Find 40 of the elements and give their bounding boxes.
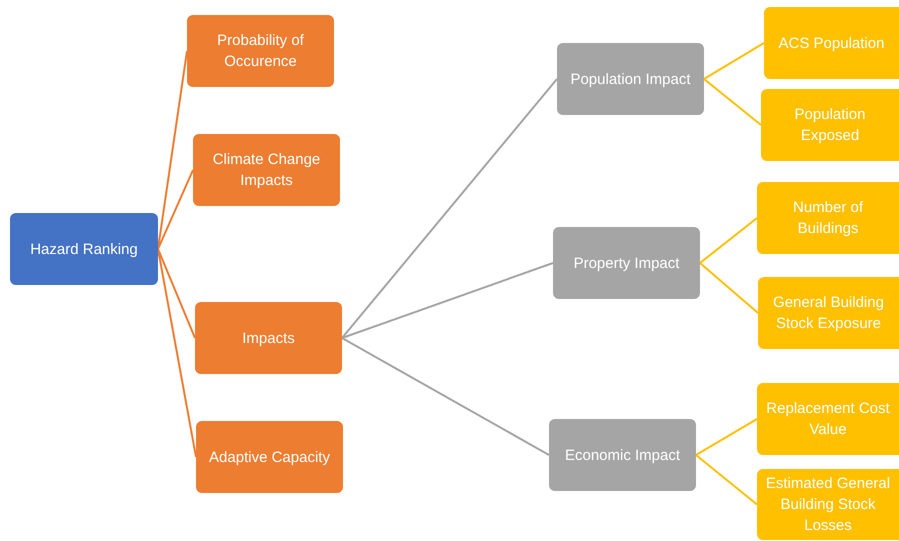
- process-box: [761, 89, 899, 161]
- process-box: [757, 383, 899, 455]
- node-label: Population Exposed: [794, 105, 866, 146]
- connector-line: [342, 262, 554, 339]
- node-label: Estimated General Building Stock Losses: [764, 474, 892, 536]
- node-label: Hazard Ranking: [30, 240, 138, 260]
- process-box: [757, 182, 899, 254]
- connector-line: [157, 248, 197, 458]
- node-label: ACS Population: [778, 34, 884, 54]
- process-box: [549, 419, 696, 491]
- connector-line: [699, 262, 759, 314]
- connector-line: [157, 170, 194, 250]
- process-box: [196, 421, 343, 493]
- process-box: [764, 7, 899, 79]
- node-label: Replacement Cost Value: [765, 399, 891, 440]
- connector-line: [341, 78, 558, 339]
- connector-line: [696, 418, 758, 456]
- process-box: [187, 15, 334, 87]
- connector-line: [342, 337, 550, 456]
- connector-line: [703, 78, 762, 126]
- connector-line: [157, 248, 196, 338]
- process-box: [195, 302, 342, 374]
- process-box: [10, 213, 158, 285]
- process-box: [757, 469, 899, 540]
- node-label: Number of Buildings: [792, 198, 864, 239]
- node-label: Property Impact: [574, 254, 680, 274]
- process-box: [553, 227, 700, 299]
- node-label: Population Impact: [570, 70, 691, 90]
- connector-line: [699, 217, 758, 264]
- process-box: [193, 134, 340, 206]
- node-label: Climate Change Impacts: [212, 150, 322, 191]
- node-label: Impacts: [242, 328, 295, 348]
- process-box: [557, 43, 704, 115]
- node-label: Economic Impact: [564, 446, 680, 466]
- connector-line: [695, 454, 758, 506]
- process-box: [758, 277, 899, 349]
- node-label: Adaptive Capacity: [209, 448, 330, 468]
- node-label: General Building Stock Exposure: [772, 293, 885, 334]
- node-label: Probability of Occurence: [216, 31, 305, 72]
- connector-line: [703, 42, 765, 80]
